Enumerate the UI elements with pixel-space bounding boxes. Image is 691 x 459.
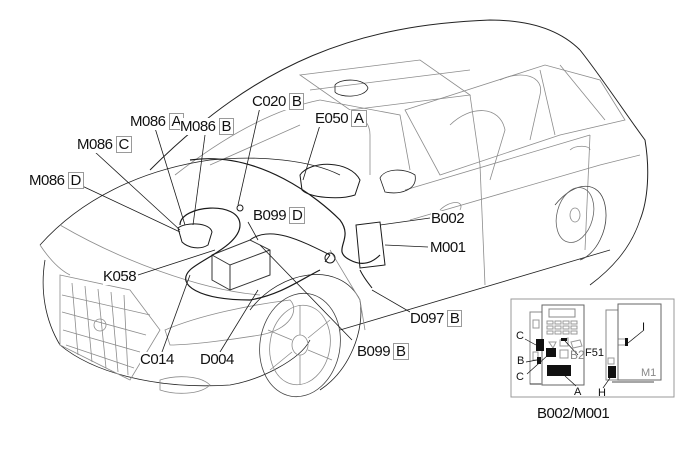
connector-badge: A <box>351 110 367 127</box>
callout-d004: D004 <box>200 352 234 368</box>
inset-label-h: H <box>598 387 606 399</box>
callout-b002: B002 <box>431 210 465 227</box>
callout-c014: C014 <box>140 352 174 368</box>
callout-code: M086 <box>130 113 166 130</box>
inset-panel <box>510 298 675 398</box>
callout-k058: K058 <box>103 268 137 285</box>
callout-code: E050 <box>315 110 349 127</box>
callout-code: B099 <box>357 343 391 360</box>
inset-label-b2: B2 <box>570 348 585 362</box>
callout-code: M086 <box>29 172 65 189</box>
callout-code: C020 <box>252 93 286 110</box>
callout-code: C014 <box>140 351 174 368</box>
callout-m001: M001 <box>430 240 466 256</box>
inset-label-c-lower: C <box>516 371 524 383</box>
k058-unit <box>177 223 213 249</box>
inset-label-i: I <box>642 321 646 333</box>
instrument-cluster <box>299 163 361 199</box>
callout-code: D004 <box>200 351 234 368</box>
inset-label-c-upper: C <box>516 330 524 342</box>
car-body-outline <box>39 19 649 398</box>
inset-connectors <box>536 338 628 378</box>
inset-label-m1: M1 <box>641 367 657 379</box>
callout-code: M086 <box>77 136 113 153</box>
connector-badge: D <box>289 207 306 224</box>
callout-code: K058 <box>103 268 137 285</box>
callout-code: B099 <box>253 207 287 224</box>
connector-badge: B <box>446 310 463 327</box>
inset-label-f51: F51 <box>585 347 604 359</box>
connector-badge: B <box>288 93 305 110</box>
inset-title: B002/M001 <box>537 405 610 422</box>
inset-label-b: B <box>517 355 525 367</box>
callout-code: B002 <box>431 210 465 227</box>
battery <box>211 239 271 291</box>
callout-code: M086 <box>180 118 216 135</box>
callout-code: D097 <box>410 310 444 327</box>
inset-label-a: A <box>574 386 582 398</box>
fusebox <box>355 221 386 269</box>
connector-badge: C <box>115 136 132 153</box>
callout-code: M001 <box>430 239 466 256</box>
components <box>177 158 386 301</box>
leader-lines <box>79 106 431 353</box>
connector-badge: D <box>67 172 84 189</box>
connector-badge: B <box>218 118 235 135</box>
connector-badge: B <box>393 343 409 360</box>
